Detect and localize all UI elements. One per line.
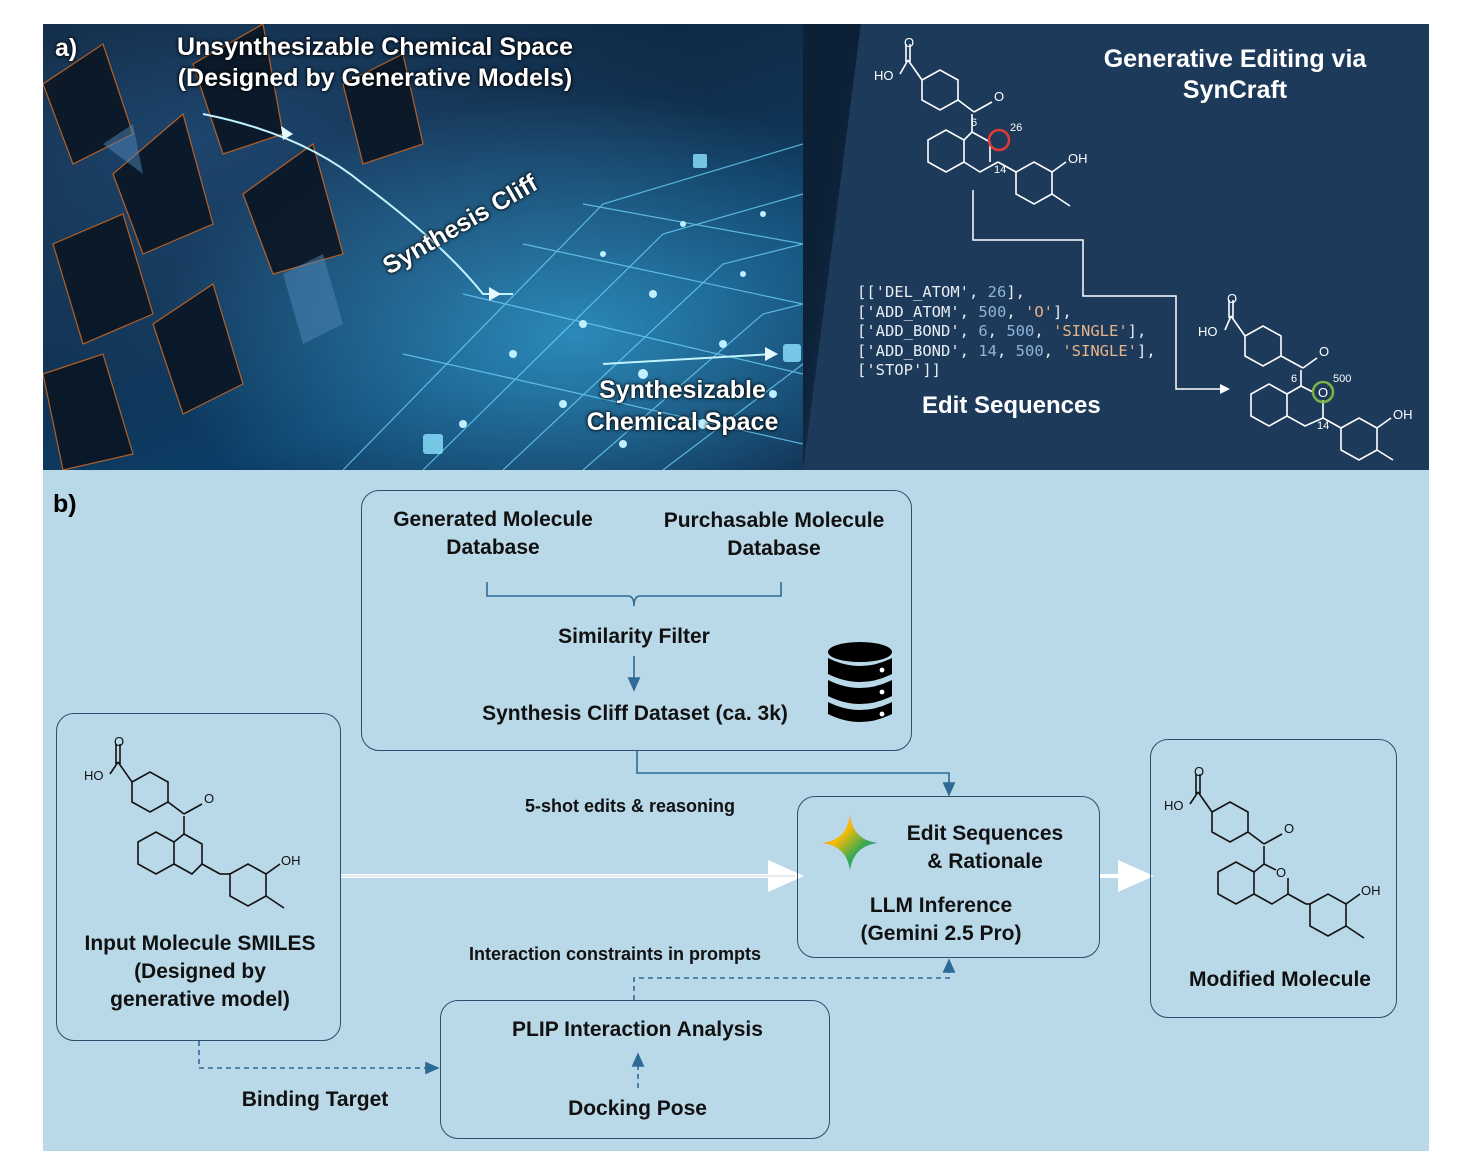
code-token: ['ADD_ATOM',	[857, 302, 979, 321]
code-token: 500	[1006, 322, 1035, 340]
input-molecule-box	[56, 713, 341, 1041]
synthesizable-space-label: Synthesizable Chemical Space	[575, 374, 790, 438]
panel-b-label: b)	[53, 490, 77, 518]
code-token: 26	[987, 283, 1007, 301]
similarity-filter-label: Similarity Filter	[558, 625, 710, 648]
gemini-icon	[822, 815, 878, 871]
modified-molecule-label: Modified Molecule	[1188, 968, 1371, 991]
purchasable-database-label: Purchasable Molecule Database	[663, 509, 885, 560]
code-token: ],	[1053, 302, 1072, 321]
code-token: ['STOP']]	[857, 361, 941, 379]
right-title-line-2: SynCraft	[1182, 76, 1288, 104]
plip-box	[440, 1000, 830, 1139]
code-token: ],	[1006, 283, 1025, 301]
modified-mol-oh: OH	[1361, 883, 1381, 898]
modified-mol-o-ring: O	[1276, 865, 1286, 880]
code-token: 6	[978, 322, 988, 340]
code-token: ,	[987, 322, 1007, 340]
code-token: 'SINGLE'	[1062, 341, 1137, 360]
code-token: 'O'	[1025, 302, 1053, 321]
generated-database-label: Generated Molecule Database	[393, 508, 593, 559]
edit-flow-connector	[972, 190, 1230, 394]
input-mol-o1: O	[114, 734, 124, 749]
edit-sequence-code: [['DEL_ATOM', 26],['ADD_ATOM', 500, 'O']…	[857, 283, 1156, 381]
code-token: ],	[1127, 322, 1147, 340]
edit-sequence-line: ['ADD_BOND', 6, 500, 'SINGLE'],	[857, 322, 1156, 342]
mol-bottom-o1: O	[1227, 291, 1237, 306]
molecule-original-structure: O HO O 6 26 14 OH	[874, 35, 1088, 207]
mol-bottom-ho: HO	[1198, 324, 1218, 339]
molecule-edited-structure: O HO O 6 500 O 14 OH	[1198, 291, 1413, 461]
modified-mol-ho: HO	[1164, 798, 1184, 813]
mol-bottom-o-ring: O	[1318, 385, 1328, 400]
code-token: ,	[1034, 322, 1054, 340]
modified-mol-o2: O	[1284, 821, 1294, 836]
input-molecule-label: Input Molecule SMILES (Designed by gener…	[84, 932, 316, 1011]
edit-sequences-rationale-label: Edit Sequences & Rationale	[906, 822, 1064, 873]
code-token: ,	[1043, 341, 1063, 360]
mol-top-ho: HO	[874, 68, 894, 83]
unsynth-title-line-1: Unsynthesizable Chemical Space	[177, 33, 573, 61]
edit-sequence-line: ['STOP']]	[857, 361, 1156, 381]
mol-bottom-n500: 500	[1333, 373, 1351, 385]
code-token: ['ADD_BOND',	[857, 322, 979, 340]
five-shot-label: 5-shot edits & reasoning	[524, 796, 736, 816]
edit-sequence-line: [['DEL_ATOM', 26],	[857, 283, 1156, 303]
input-mol-o2: O	[204, 791, 214, 806]
mol-bottom-n6: 6	[1291, 373, 1297, 385]
panel-a-label: a)	[55, 34, 78, 62]
plip-analysis-label: PLIP Interaction Analysis	[512, 1018, 763, 1041]
edit-sequence-line: ['ADD_ATOM', 500, 'O'],	[857, 303, 1156, 323]
deleted-atom-marker	[987, 128, 1011, 152]
synth-label-line-2: Chemical Space	[586, 408, 779, 436]
mol-bottom-n14: 14	[1317, 420, 1329, 432]
right-title-line-1: Generative Editing via	[1103, 45, 1367, 73]
llm-inference-box	[797, 796, 1100, 958]
synthesis-cliff-dataset-label: Synthesis Cliff Dataset (ca. 3k)	[482, 702, 788, 725]
modified-mol-o1: O	[1194, 764, 1204, 779]
code-token: 'SINGLE'	[1053, 322, 1128, 340]
input-mol-ho: HO	[84, 768, 104, 783]
binding-target-label: Binding Target	[241, 1088, 389, 1111]
mol-top-n6: 6	[971, 117, 977, 129]
interaction-constraints-label: Interaction constraints in prompts	[468, 944, 762, 964]
panel-a-illustration	[43, 24, 803, 470]
code-token: 14	[978, 341, 997, 360]
synth-label-line-1: Synthesizable	[599, 376, 766, 404]
input-mol-oh: OH	[281, 853, 301, 868]
database-box	[361, 490, 912, 751]
mol-bottom-o2: O	[1319, 344, 1329, 359]
code-token: [['DEL_ATOM',	[857, 283, 988, 301]
llm-inference-label: LLM Inference (Gemini 2.5 Pro)	[860, 894, 1022, 945]
docking-pose-label: Docking Pose	[568, 1097, 707, 1120]
mol-top-oh: OH	[1068, 151, 1088, 166]
edit-sequences-label: Edit Sequences	[922, 392, 1101, 419]
code-token: ],	[1137, 341, 1156, 360]
mol-top-o2: O	[994, 89, 1004, 104]
database-icon	[828, 642, 892, 722]
unsynth-title-line-2: (Designed by Generative Models)	[177, 64, 573, 92]
code-token: ['ADD_BOND',	[857, 341, 979, 360]
edit-sequence-line: ['ADD_BOND', 14, 500, 'SINGLE'],	[857, 342, 1156, 362]
input-molecule-structure: O HO O OH	[84, 734, 301, 909]
unsynthesizable-space-title: Unsynthesizable Chemical Space (Designed…	[140, 32, 610, 94]
panel-a-right	[803, 24, 1429, 470]
added-atom-marker	[1311, 380, 1335, 404]
modified-molecule-structure: O HO O O OH	[1164, 764, 1381, 939]
mol-top-o1: O	[904, 35, 914, 50]
code-token: 500	[1015, 341, 1044, 360]
mol-bottom-oh: OH	[1393, 407, 1413, 422]
synthesis-cliff-illustration	[43, 24, 803, 470]
code-token: ,	[1006, 302, 1025, 321]
modified-molecule-box	[1150, 739, 1397, 1018]
code-token: ,	[997, 341, 1016, 360]
mol-top-n26: 26	[1010, 122, 1022, 134]
generative-editing-title: Generative Editing via SynCraft	[1075, 44, 1395, 106]
mol-top-n14: 14	[994, 164, 1006, 176]
code-token: 500	[978, 302, 1007, 321]
